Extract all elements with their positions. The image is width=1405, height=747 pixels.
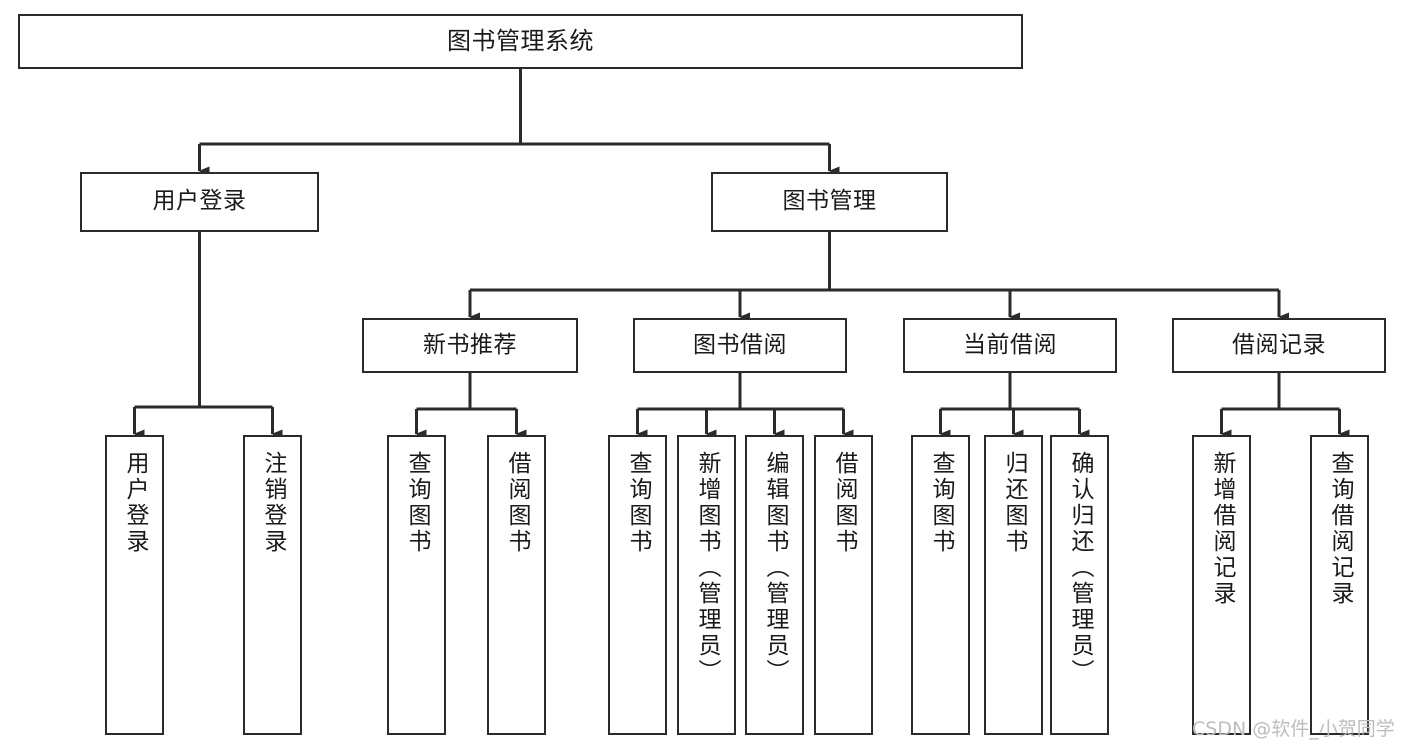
node-label-borrow-record: 借阅记录 [1232,331,1326,358]
node-label-leaf-user-login: 用户登录 [122,451,148,555]
node-label-leaf-query-book-1: 查询图书 [404,451,430,555]
node-leaf-query-book-1[interactable]: 查询图书 [387,435,446,735]
node-label-leaf-confirm-return: 确认归还（管理员） [1067,451,1093,685]
node-leaf-borrow-book-1[interactable]: 借阅图书 [487,435,546,735]
node-label-current-borrow: 当前借阅 [963,331,1057,358]
node-leaf-add-book[interactable]: 新增图书（管理员） [677,435,736,735]
node-label-leaf-borrow-book-1: 借阅图书 [504,451,530,555]
node-label-leaf-query-book-2: 查询图书 [625,451,651,555]
node-leaf-user-login[interactable]: 用户登录 [105,435,164,735]
node-root[interactable]: 图书管理系统 [18,14,1023,69]
node-book-manage[interactable]: 图书管理 [711,172,948,232]
node-book-borrow[interactable]: 图书借阅 [633,318,847,373]
node-label-root: 图书管理系统 [447,27,594,56]
node-leaf-borrow-book-2[interactable]: 借阅图书 [814,435,873,735]
node-leaf-add-record[interactable]: 新增借阅记录 [1192,435,1251,735]
node-current-borrow[interactable]: 当前借阅 [903,318,1117,373]
node-borrow-record[interactable]: 借阅记录 [1172,318,1386,373]
node-user-login[interactable]: 用户登录 [80,172,319,232]
node-leaf-query-book-2[interactable]: 查询图书 [608,435,667,735]
node-label-book-manage: 图书管理 [782,188,877,215]
node-new-book-recommend[interactable]: 新书推荐 [362,318,578,373]
node-label-leaf-add-record: 新增借阅记录 [1209,451,1235,607]
csdn-watermark: CSDN @软件_小贺同学 [1192,718,1395,740]
node-label-leaf-borrow-book-2: 借阅图书 [831,451,857,555]
node-label-leaf-user-logout: 注销登录 [260,451,286,555]
node-label-book-borrow: 图书借阅 [693,331,787,358]
node-leaf-query-record[interactable]: 查询借阅记录 [1310,435,1369,735]
node-label-leaf-query-book-3: 查询图书 [928,451,954,555]
node-label-leaf-edit-book: 编辑图书（管理员） [762,451,788,685]
node-label-leaf-add-book: 新增图书（管理员） [694,451,720,685]
node-label-user-login: 用户登录 [152,188,247,215]
node-leaf-user-logout[interactable]: 注销登录 [243,435,302,735]
node-leaf-confirm-return[interactable]: 确认归还（管理员） [1050,435,1109,735]
node-label-leaf-query-record: 查询借阅记录 [1327,451,1353,607]
node-leaf-edit-book[interactable]: 编辑图书（管理员） [745,435,804,735]
node-label-leaf-return-book: 归还图书 [1001,451,1027,555]
node-label-new-book-recommend: 新书推荐 [423,331,517,358]
node-leaf-query-book-3[interactable]: 查询图书 [911,435,970,735]
node-leaf-return-book[interactable]: 归还图书 [984,435,1043,735]
